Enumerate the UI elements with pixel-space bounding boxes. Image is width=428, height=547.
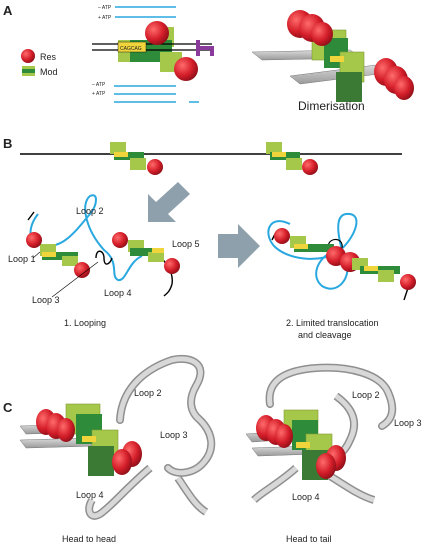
ht-loop-2-label: Loop 2 [352, 390, 380, 400]
site-seq: CAGCAG [120, 46, 142, 52]
head-to-tail-caption: Head to tail [286, 534, 332, 544]
hh-loop-3-label: Loop 3 [160, 430, 188, 440]
panel-a-label: A [3, 3, 13, 18]
head-to-head-structure [19, 354, 216, 520]
loop-3-pointer [51, 261, 99, 298]
arrow-down-left [148, 182, 190, 222]
loop-1-label: Loop 1 [8, 254, 36, 264]
dimerisation-label: Dimerisation [298, 99, 365, 113]
enzyme-bound-1 [110, 142, 163, 175]
panel-b-label: B [3, 136, 12, 151]
hh-loop-2-label: Loop 2 [134, 388, 162, 398]
enzyme-bound-2 [266, 142, 318, 175]
loop-4-label: Loop 4 [104, 288, 132, 298]
loop-3-label: Loop 3 [32, 295, 60, 305]
loop-2-label: Loop 2 [76, 206, 104, 216]
atp-minus-top: – ATP [98, 5, 112, 11]
translocation-diagram [267, 212, 416, 301]
head-to-tail-structure [245, 363, 397, 504]
step2-caption-line1: 2. Limited translocation [286, 318, 379, 328]
arrow-right [218, 224, 260, 268]
mod-legend-icon-dark [22, 69, 35, 73]
atp-plus-bottom: + ATP [92, 91, 106, 97]
atp-minus-bottom: – ATP [92, 82, 106, 88]
res-legend-icon [21, 49, 35, 63]
ht-loop-4-label: Loop 4 [292, 492, 320, 502]
hh-loop-4-label: Loop 4 [76, 490, 104, 500]
panel-a-schematic [92, 21, 214, 81]
loop-1-pointer [32, 251, 41, 259]
head-to-head-caption: Head to head [62, 534, 116, 544]
step1-caption: 1. Looping [64, 318, 106, 328]
atp-plus-top: + ATP [98, 15, 112, 21]
legend-mod-label: Mod [40, 67, 58, 77]
ht-loop-3-label: Loop 3 [394, 418, 422, 428]
step2-caption-line2: and cleavage [298, 330, 352, 340]
dimer-3d [251, 10, 414, 102]
legend-res-label: Res [40, 52, 57, 62]
loop-5-label: Loop 5 [172, 239, 200, 249]
panel-c-label: C [3, 400, 13, 415]
looping-diagram [26, 194, 180, 297]
